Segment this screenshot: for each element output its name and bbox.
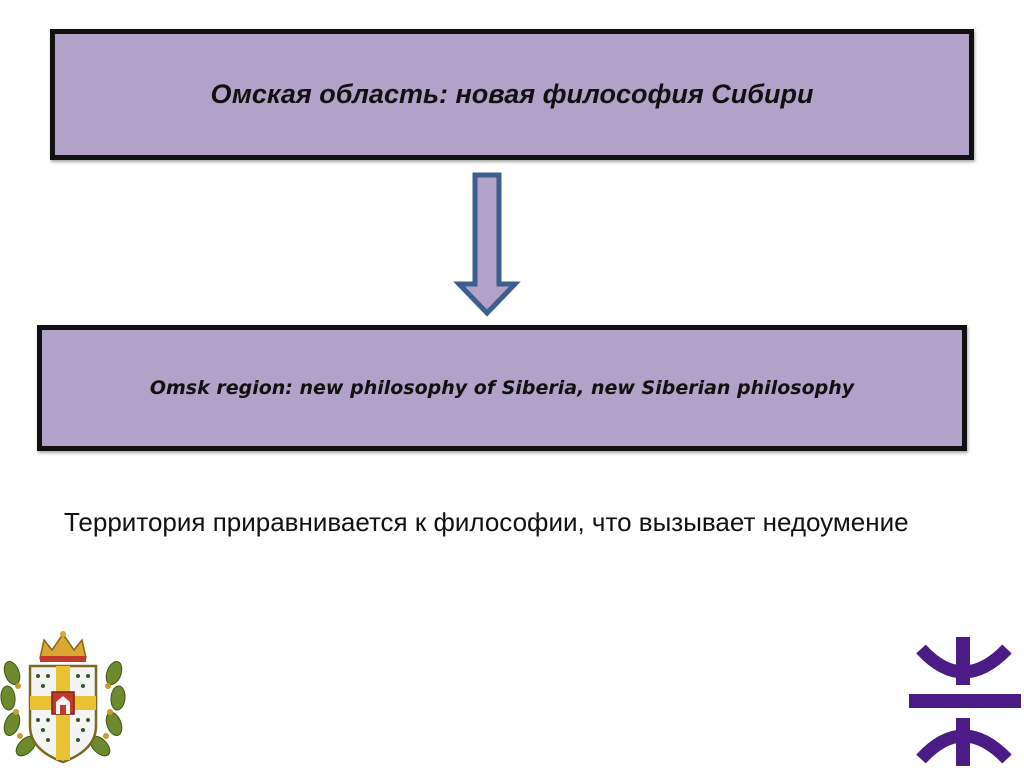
omsk-coat-of-arms-icon [0,631,126,764]
bottom-title-text: Omsk region: new philosophy of Siberia, … [149,377,855,399]
bottom-title-box: Omsk region: new philosophy of Siberia, … [37,325,967,451]
top-title-text: Омская область: новая философия Сибири [210,79,814,109]
top-title-box: Омская область: новая философия Сибири [50,29,974,160]
down-arrow-icon [453,172,521,317]
university-logo-icon [909,637,1021,766]
statement-text: Территория приравнивается к философии, ч… [64,507,909,537]
